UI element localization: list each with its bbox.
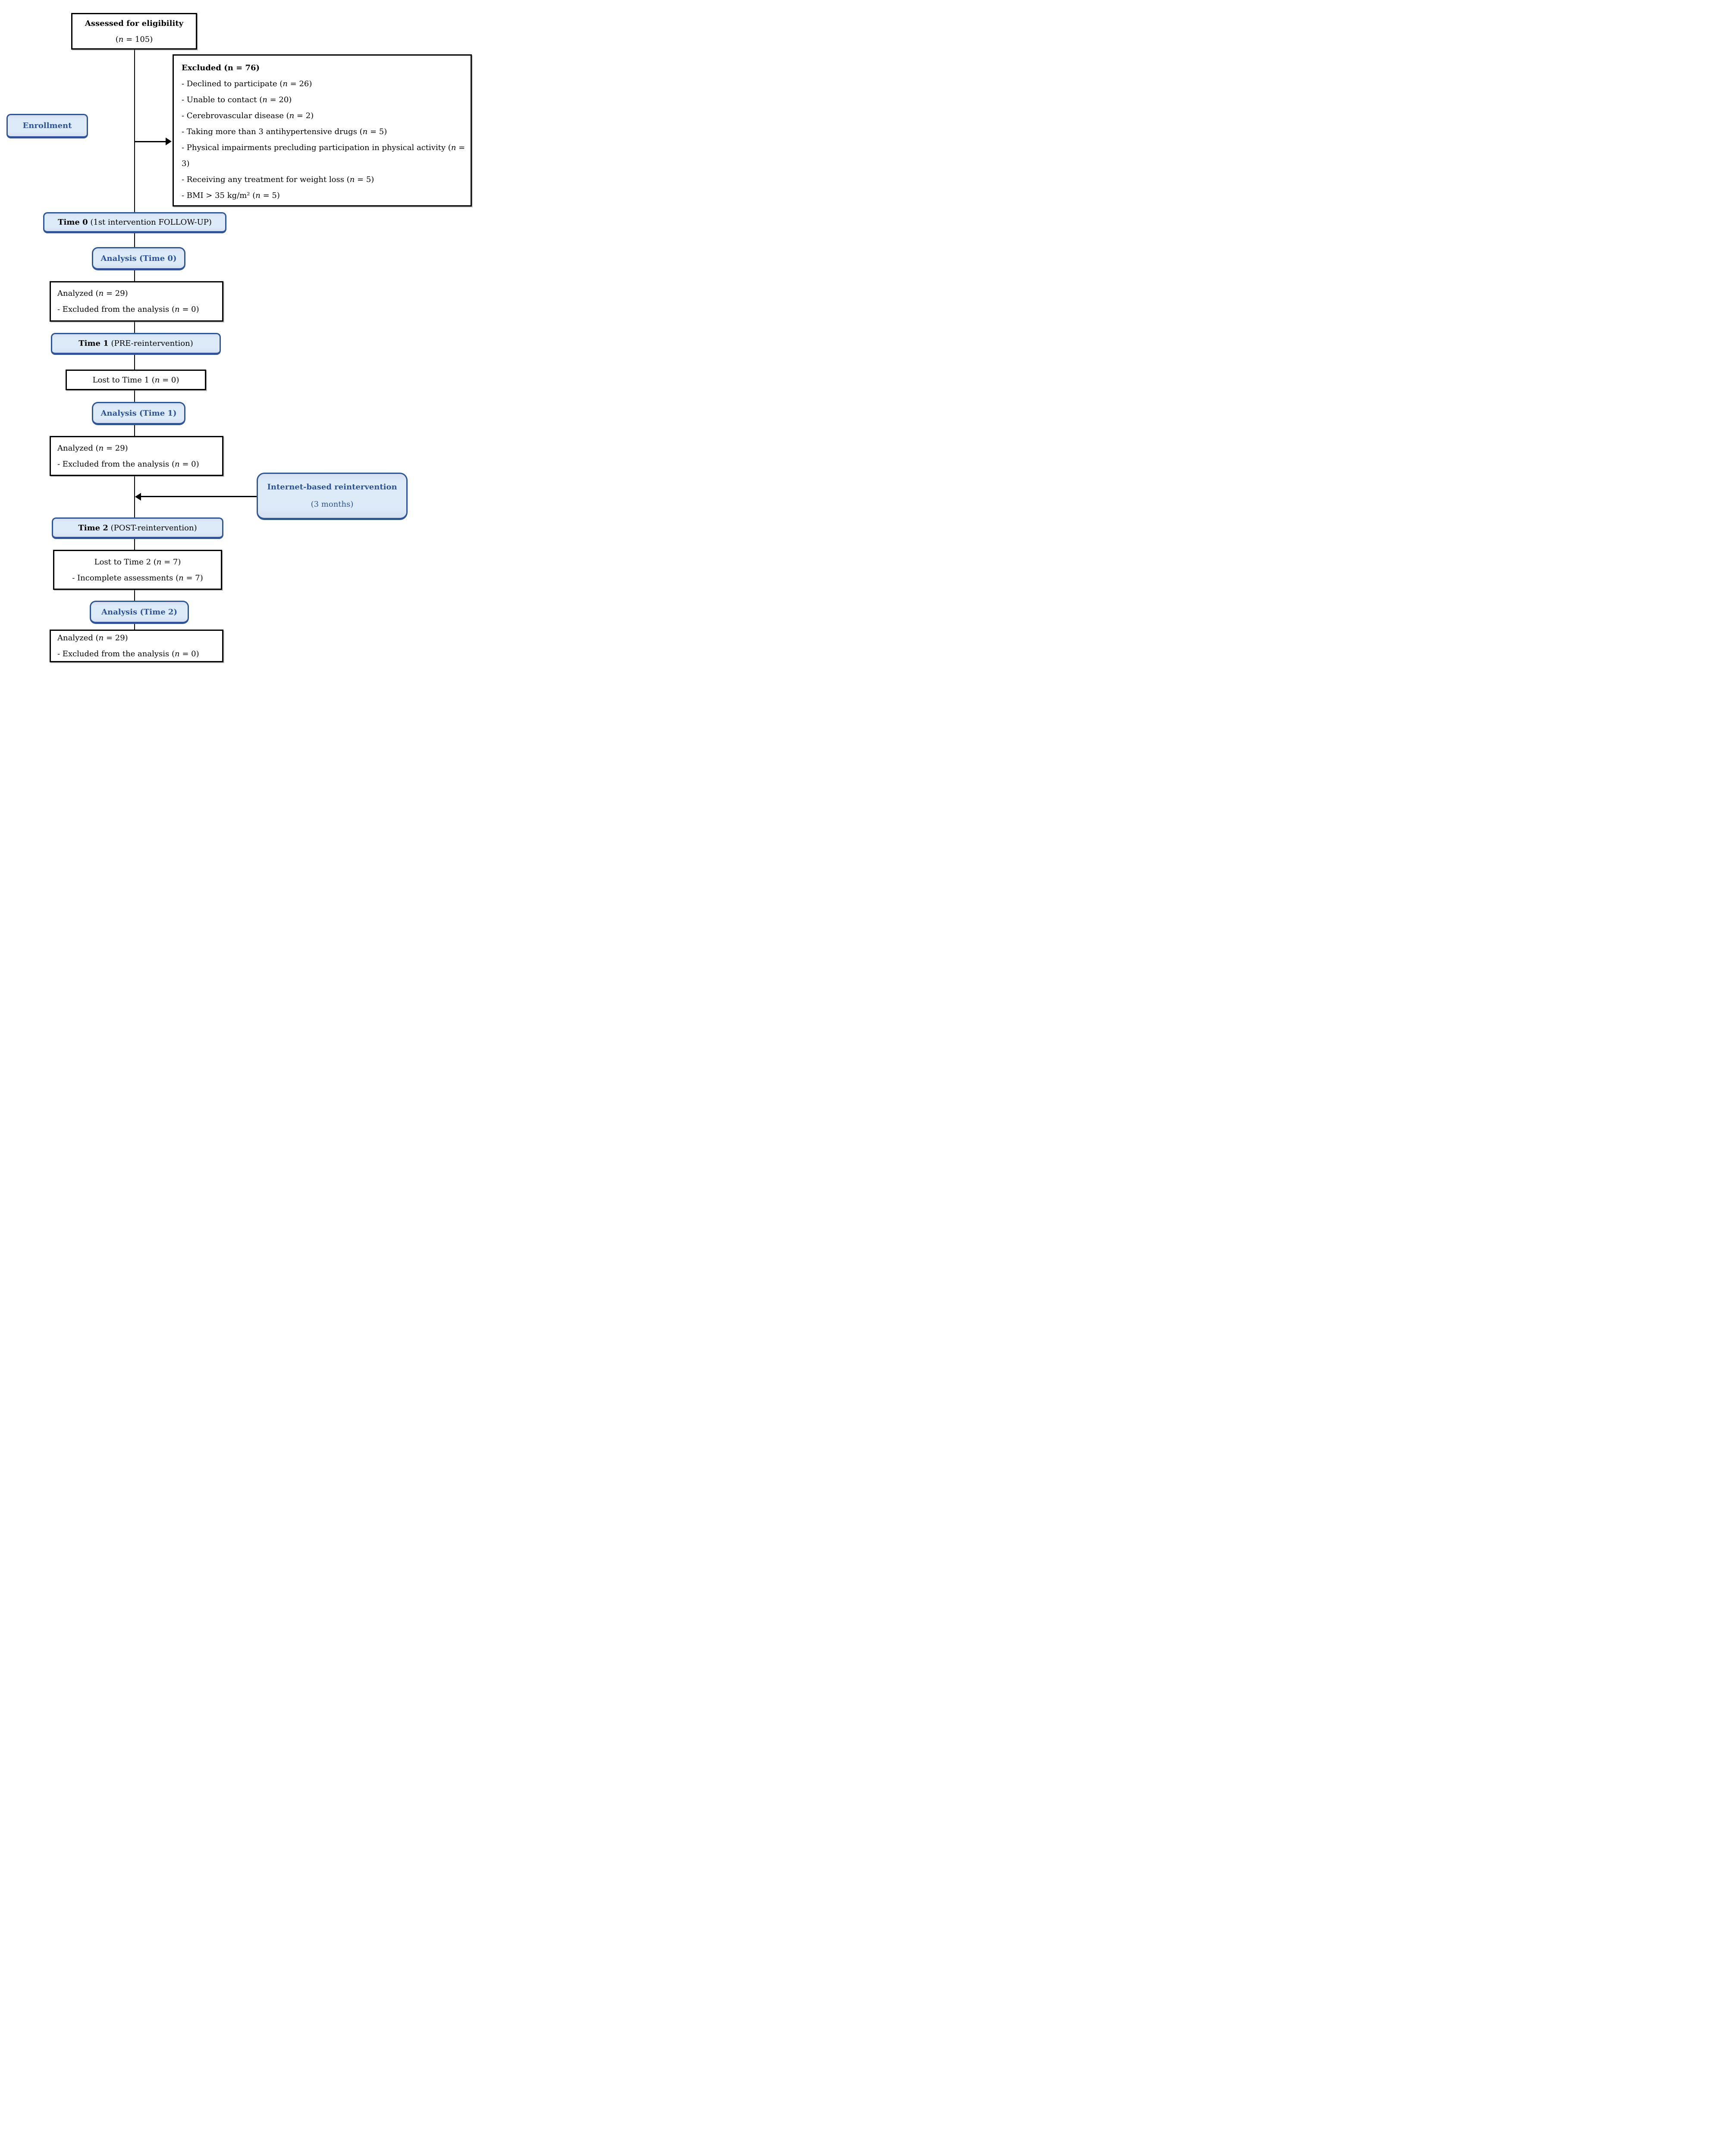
text-line: Assessed for eligibility: [85, 19, 184, 28]
text-line: - Declined to participate (n = 26): [182, 79, 312, 88]
connector-analysis0-to-analyzed0: [134, 270, 135, 281]
analyzed-time0-box: Analyzed (n = 29) - Excluded from the ana…: [50, 281, 223, 322]
time1-box: Time 1 (PRE-reintervention): [51, 333, 221, 355]
text-line: - Unable to contact (n = 20): [182, 95, 292, 104]
time0-box: Time 0 (1st intervention FOLLOW-UP): [43, 212, 226, 233]
internet-reintervention-box: Internet-based reintervention (3 months): [257, 473, 408, 520]
time2-box: Time 2 (POST-reintervention): [52, 517, 223, 539]
consort-flow-diagram: Assessed for eligibility (n = 105) Exclud…: [0, 0, 476, 666]
text-line: - Excluded from the analysis (n = 0): [57, 305, 199, 314]
text-line: Analyzed (n = 29): [57, 443, 128, 453]
text-line: - BMI > 35 kg/m² (n = 5): [182, 191, 280, 200]
text-line: - Excluded from the analysis (n = 0): [57, 649, 199, 658]
analyzed-time2-box: Analyzed (n = 29) - Excluded from the ana…: [50, 630, 223, 662]
text-line: Analyzed (n = 29): [57, 289, 128, 298]
arrowhead-right-icon: [166, 138, 172, 145]
connector-analyzed0-to-time1: [134, 322, 135, 333]
text-line: Excluded (n = 76): [182, 63, 260, 72]
analysis-time2-box: Analysis (Time 2): [90, 601, 189, 624]
text-line: Lost to Time 1 (n = 0): [92, 375, 179, 385]
text-line: 3): [182, 159, 190, 168]
analysis-time0-label: Analysis (Time 0): [100, 254, 177, 263]
assessed-for-eligibility-box: Assessed for eligibility (n = 105): [71, 13, 197, 50]
analyzed-time1-box: Analyzed (n = 29) - Excluded from the ana…: [50, 436, 223, 476]
lost-to-time2-box: Lost to Time 2 (n = 7) - Incomplete asses…: [53, 550, 222, 590]
connector-time0-to-analysis0: [134, 233, 135, 247]
lost-to-time1-box: Lost to Time 1 (n = 0): [66, 370, 206, 390]
connector-analyzed1-to-time2: [134, 476, 135, 517]
analysis-time2-label: Analysis (Time 2): [101, 607, 177, 617]
text-line: Time 1 (PRE-reintervention): [78, 339, 193, 348]
connector-time2-to-lost2: [134, 539, 135, 550]
enrollment-phase-box: Enrollment: [6, 114, 88, 138]
text-line: - Taking more than 3 antihypertensive dr…: [182, 127, 387, 136]
connector-assessed-to-time0: [134, 50, 135, 212]
enrollment-label: Enrollment: [22, 121, 72, 130]
internet-reintervention-duration: (3 months): [311, 500, 354, 509]
reintervention-arrow-line: [141, 496, 257, 497]
text-line: Time 2 (POST-reintervention): [78, 523, 197, 533]
analysis-time1-label: Analysis (Time 1): [100, 408, 177, 418]
text-line: - Physical impairments precluding partic…: [182, 143, 465, 152]
excluded-branch-arrow-line: [135, 141, 166, 142]
arrowhead-left-icon: [135, 493, 141, 501]
text-line: - Excluded from the analysis (n = 0): [57, 459, 199, 469]
text-line: Time 0 (1st intervention FOLLOW-UP): [58, 218, 212, 227]
analysis-time1-box: Analysis (Time 1): [92, 402, 185, 425]
connector-analysis1-to-analyzed1: [134, 425, 135, 436]
connector-time1-to-lost1: [134, 355, 135, 370]
text-line: Lost to Time 2 (n = 7): [94, 557, 181, 567]
text-line: - Incomplete assessments (n = 7): [72, 573, 203, 583]
text-line: - Cerebrovascular disease (n = 2): [182, 111, 314, 120]
text-line: - Receiving any treatment for weight los…: [182, 175, 374, 184]
internet-reintervention-title: Internet-based reintervention: [267, 483, 397, 492]
connector-analysis2-to-analyzed2: [134, 624, 135, 630]
text-line: Analyzed (n = 29): [57, 633, 128, 642]
analysis-time0-box: Analysis (Time 0): [92, 247, 185, 270]
connector-lost2-to-analysis2: [134, 590, 135, 601]
excluded-box: Excluded (n = 76) - Declined to participa…: [173, 54, 472, 207]
connector-lost1-to-analysis1: [134, 390, 135, 402]
text-line: (n = 105): [115, 34, 153, 44]
